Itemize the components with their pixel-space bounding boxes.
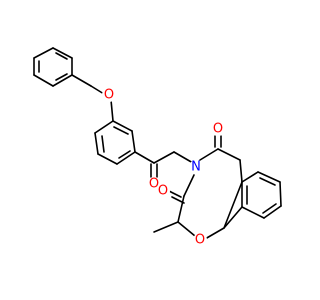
bond: [116, 151, 136, 165]
label-background: [189, 160, 203, 174]
label-background: [156, 184, 170, 198]
bond: [257, 171, 281, 183]
c3-carbonyl-oxygen-label: O: [156, 184, 170, 199]
bond: [71, 74, 92, 87]
atom-label-o: O: [195, 233, 205, 248]
bond-double-inner: [262, 203, 277, 214]
label-background: [102, 88, 116, 102]
bond: [153, 221, 179, 233]
bond: [279, 181, 282, 207]
nitrogen-label: N: [189, 160, 203, 175]
bond: [153, 151, 175, 164]
bond-double: [168, 190, 182, 198]
bond: [112, 120, 133, 132]
bond: [223, 206, 243, 229]
bond: [94, 132, 99, 155]
bond: [134, 151, 155, 164]
bond: [97, 153, 118, 165]
atom-label-o: O: [104, 88, 114, 103]
bond: [241, 206, 265, 219]
bond: [217, 148, 241, 161]
label-background: [193, 233, 207, 247]
c5-carbonyl-oxygen-label: O: [211, 122, 225, 137]
bond: [52, 47, 73, 59]
bond-double-inner: [101, 135, 105, 153]
bond: [94, 120, 114, 134]
bond-double-inner: [55, 73, 68, 81]
bond: [204, 227, 225, 240]
bond: [33, 47, 54, 59]
bond: [183, 174, 195, 197]
atom-label-o: O: [149, 177, 159, 192]
bond: [223, 181, 243, 229]
bond: [199, 148, 219, 161]
bond: [241, 171, 259, 183]
label-background: [211, 122, 225, 136]
bond: [263, 205, 282, 219]
atom-label-layer: O O N O O O: [102, 88, 225, 248]
bond: [110, 99, 114, 122]
atom-label-o: O: [158, 184, 168, 199]
bond: [239, 159, 243, 183]
bond-double-inner: [259, 177, 276, 186]
bond: [177, 195, 185, 223]
molecule-structure-diagram: O O N O O O: [33, 47, 282, 248]
bond: [52, 74, 73, 87]
atom-label-n: N: [191, 160, 201, 175]
bond: [173, 151, 194, 164]
bond: [90, 85, 105, 95]
atom-label-o: O: [213, 122, 223, 137]
bond: [131, 130, 136, 153]
bond-layer: [33, 47, 282, 240]
bond-double-inner: [113, 126, 129, 135]
bond-double-inner: [118, 150, 131, 159]
bond: [33, 74, 54, 87]
bond: [177, 221, 196, 237]
bond-double-inner: [55, 52, 68, 60]
ether-oxygen-label: O: [102, 88, 116, 103]
ring-oxygen-label: O: [193, 233, 207, 248]
